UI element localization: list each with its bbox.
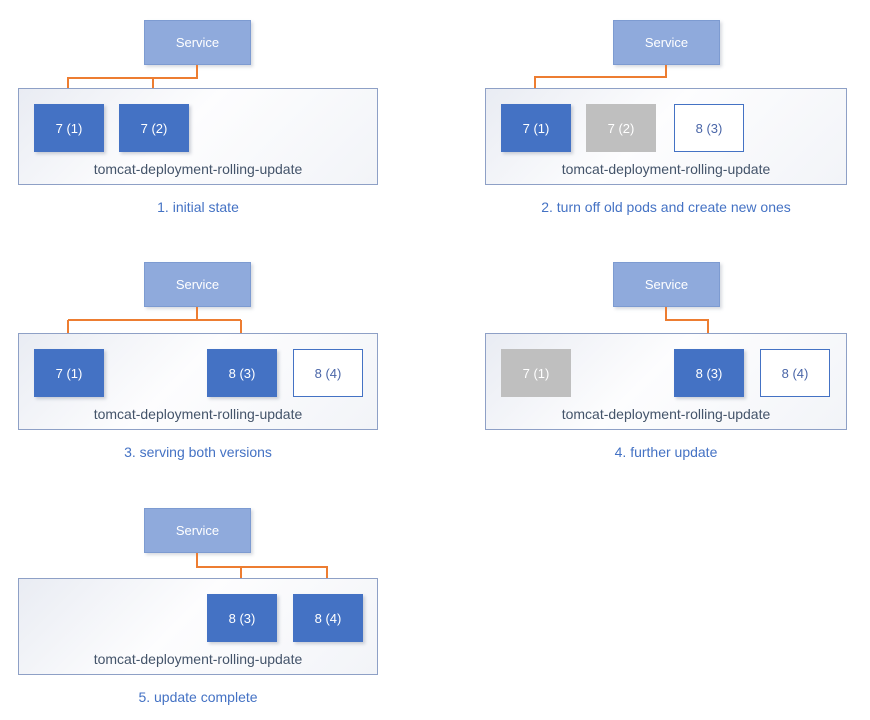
pod: 7 (1) (34, 349, 104, 397)
deployment-box: 8 (3) 8 (4) tomcat-deployment-rolling-up… (18, 578, 378, 675)
pod: 8 (3) (207, 594, 277, 642)
panel-caption: 2. turn off old pods and create new ones (541, 199, 791, 215)
panel-caption: 4. further update (614, 444, 718, 460)
pod: 7 (1) (34, 104, 104, 152)
pod: 8 (3) (674, 104, 744, 152)
panel-caption: 1. initial state (157, 199, 239, 215)
service-box: Service (144, 262, 251, 307)
deployment-box: 7 (1) 7 (2) 8 (3) tomcat-deployment-roll… (485, 88, 847, 185)
service-box: Service (144, 508, 251, 553)
service-box: Service (613, 262, 720, 307)
panel-initial-state: Service 7 (1) 7 (2) tomcat-deployment-ro… (0, 0, 435, 240)
pod: 7 (1) (501, 104, 571, 152)
pod: 8 (4) (293, 349, 363, 397)
pod: 7 (1) (501, 349, 571, 397)
service-box: Service (613, 20, 720, 65)
deployment-name: tomcat-deployment-rolling-update (561, 161, 771, 177)
service-box: Service (144, 20, 251, 65)
panel-caption: 3. serving both versions (124, 444, 272, 460)
pod: 8 (4) (760, 349, 830, 397)
panel-update-complete: Service 8 (3) 8 (4) tomcat-deployment-ro… (0, 480, 435, 720)
deployment-name: tomcat-deployment-rolling-update (561, 406, 771, 422)
deployment-name: tomcat-deployment-rolling-update (93, 651, 303, 667)
panel-turn-off-old-pods: Service 7 (1) 7 (2) 8 (3) tomcat-deploym… (435, 0, 870, 240)
pod: 8 (4) (293, 594, 363, 642)
deployment-box: 7 (1) 8 (3) 8 (4) tomcat-deployment-roll… (485, 333, 847, 430)
panel-caption: 5. update complete (138, 689, 258, 705)
pod: 7 (2) (586, 104, 656, 152)
pod: 8 (3) (207, 349, 277, 397)
pod: 7 (2) (119, 104, 189, 152)
deployment-name: tomcat-deployment-rolling-update (93, 161, 303, 177)
deployment-box: 7 (1) 7 (2) tomcat-deployment-rolling-up… (18, 88, 378, 185)
deployment-box: 7 (1) 8 (3) 8 (4) tomcat-deployment-roll… (18, 333, 378, 430)
deployment-name: tomcat-deployment-rolling-update (93, 406, 303, 422)
panel-further-update: Service 7 (1) 8 (3) 8 (4) tomcat-deploym… (435, 240, 870, 480)
panel-serving-both-versions: Service 7 (1) 8 (3) 8 (4) tomcat-deploym… (0, 240, 435, 480)
pod: 8 (3) (674, 349, 744, 397)
